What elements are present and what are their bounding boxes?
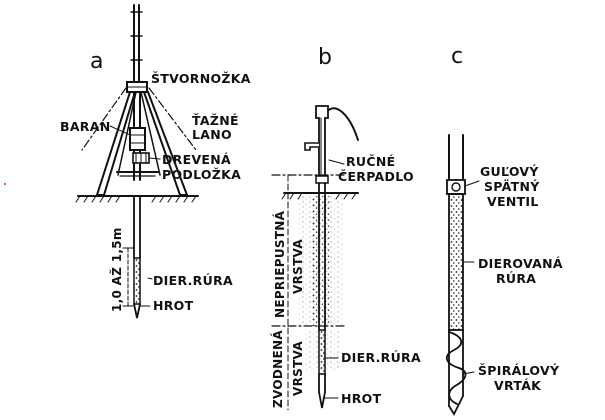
label-spiralovy: ŠPIRÁLOVÝ [478, 363, 560, 378]
label-dier-rura-b: DIER.RÚRA [341, 350, 421, 365]
panel-c-drawing [445, 134, 480, 416]
label-cerpadlo: ČERPADLO [338, 169, 414, 184]
label-lano: LANO [192, 127, 232, 142]
label-vrstva-1: VRSTVA [291, 239, 305, 294]
label-dierovana: DIEROVANÁ [478, 256, 563, 271]
label-depth: 1,0 AŽ 1,5m [110, 227, 124, 312]
panel-b-letter: b [318, 45, 332, 70]
label-vrstva-2: VRSTVA [291, 341, 305, 396]
panel-b-drawing [271, 105, 359, 411]
label-hrot-a: HROT [153, 298, 194, 313]
label-baran: BARAN [60, 119, 111, 134]
panel-a-drawing [75, 4, 199, 319]
label-spatny: SPÄTNÝ [484, 179, 540, 194]
label-ventil: VENTIL [487, 194, 539, 209]
panel-c-letter: c [451, 44, 464, 69]
label-nepriepustna: NEPRIEPUSTNÁ [273, 210, 287, 318]
label-podlozka: PODLOŽKA [162, 167, 242, 182]
label-dier-rura-a: DIER.RÚRA [153, 273, 233, 288]
label-rucne: RUČNÉ [346, 154, 396, 169]
label-vrtak: VRTÁK [494, 378, 542, 393]
stray-mark [4, 183, 6, 185]
label-zvodnena: ZVODNENÁ [271, 330, 285, 408]
label-stvornozka: ŠTVORNOŽKA [151, 71, 251, 86]
label-drevena: DREVENÁ [162, 152, 231, 167]
label-hrot-b: HROT [341, 391, 382, 406]
label-rura: RÚRA [496, 271, 537, 286]
label-tazne: ŤAŽNÉ [192, 113, 239, 128]
label-gulovy: GUĽOVÝ [480, 164, 539, 179]
panel-a-letter: a [90, 49, 104, 74]
